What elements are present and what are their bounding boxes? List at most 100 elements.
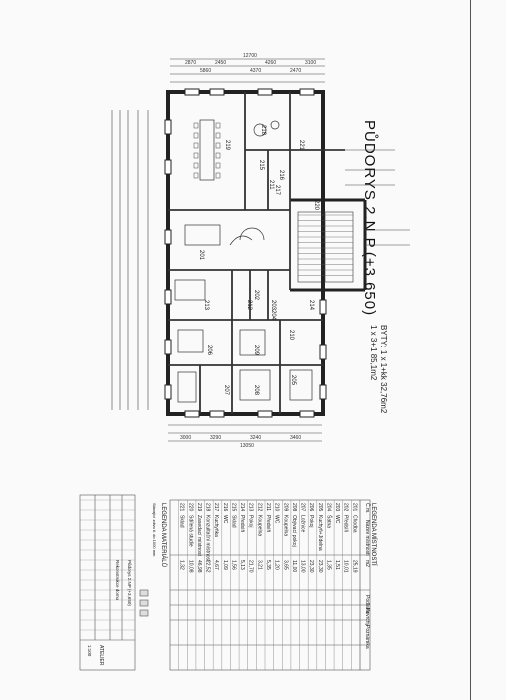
room-number-label: 221 [298,140,304,151]
legend-header: Název místnosti [364,520,370,556]
legend-room-area: 22,52 [205,560,211,573]
legend-room-area: 1,20 [274,560,280,570]
dimension-label: 2870 [185,60,196,66]
legend-room-name: WC [222,515,228,524]
legend-room-id: 208 [291,503,297,512]
dimension-lines-top [170,58,325,83]
legend-room-name: Koupelna [282,515,288,536]
room-number-label: 213 [203,300,209,311]
dimension-lines-left [111,110,149,410]
room-number-label: 209 [253,345,259,356]
legend-room-area: 5,35 [265,560,271,570]
legend-room-area: 11,00 [291,560,297,572]
legend-room-name: Předsíň [239,515,245,532]
room-number-label: 205 [290,375,296,386]
dimension-label: 12700 [243,53,257,59]
dimension-label: 3290 [210,435,221,441]
dimension-label: 4260 [265,60,276,66]
room-number-label: 201 [198,250,204,261]
room-number-label: 212 [246,300,252,311]
room-number-label: 203 [270,300,276,311]
legend-title: LEGENDA MÍSTNOSTÍ [370,503,377,566]
room-number-label: 211 [268,180,274,190]
legend-room-area: 1,09 [222,560,228,570]
legend-room-name: Kuchyň+Jídelna [317,515,323,551]
room-number-label: 217 [274,185,280,196]
materials-note: Stávající zdivo tl. do 1000 mm [152,503,157,557]
legend-room-name: Pokoj [248,515,254,528]
windows [164,88,327,418]
legend-room-name: Sdílená studie [187,515,193,547]
titleblock-scale: 1:100 [87,645,92,657]
furniture [174,119,313,403]
legend-room-area: 1,51 [334,560,340,570]
legend-room-area: 23,30 [308,560,314,573]
legend-room-id: 218 [205,503,211,512]
legend-room-area: 5,13 [239,560,245,570]
legend-room-area: 23,30 [317,560,323,573]
legend-room-name: Předsíň [343,515,349,532]
room-number-label: 216 [278,170,284,181]
legend-room-id: 203 [334,503,340,512]
dimension-label: 13050 [240,443,254,449]
legend-room-name: Předsíň [265,515,271,532]
legend-room-id: 202 [343,503,349,512]
titleblock-company: ATELIER [98,645,104,666]
legend-room-name: Ložnice [300,515,306,532]
legend-room-area: 1,56 [230,560,236,570]
legend-room-area: 46,98 [196,560,202,573]
room-number-label: 207 [223,385,229,396]
legend-room-id: 213 [248,503,254,512]
titleblock-drawing: Půdorys 2.NP (+3,650) [127,560,133,606]
legend-header: Podlaha [364,595,370,614]
legend-room-area: 4,67 [213,560,219,570]
legend-room-area: 13,00 [300,560,306,573]
sheet-border-line [470,0,471,700]
materials-title: LEGENDA MATERIÁLŮ [160,503,167,567]
legend-room-id: 214 [239,503,245,512]
legend-header: Poznámka [364,625,370,649]
room-number-label: 202 [253,290,259,301]
title-block [79,494,136,671]
dimension-label: 3460 [290,435,301,441]
legend-room-area: 25,19 [351,560,357,573]
legend-header: m2 [364,560,370,567]
exterior-annotations [325,149,410,246]
legend-room-name: Koupelna [256,515,262,536]
dimension-label: 2470 [290,68,301,74]
legend-room-id: 210 [274,503,280,512]
staircase [297,211,354,283]
room-number-label: 218 [260,125,266,136]
legend-room-area: 3,21 [256,560,262,570]
legend-room-name: Zasedací místnost [196,515,202,556]
legend-room-area: 21,70 [248,560,254,573]
room-number-label: 214 [308,300,314,311]
legend-room-area: 3,65 [282,560,288,570]
room-number-label: 204 [270,310,276,321]
legend-room-name: Obývací pokoj [291,515,297,547]
legend-room-area: 10,01 [343,560,349,573]
dimension-label: 3100 [305,60,316,66]
legend-room-id: 220 [187,503,193,512]
titleblock-project: Rekonstrukce domu [115,560,120,601]
dimension-label: 5860 [200,68,211,74]
dimension-label: 3240 [250,435,261,441]
room-number-label: 206 [206,345,212,356]
legend-room-name: Šatna [325,515,332,528]
legend-room-id: 219 [196,503,202,512]
interior-walls [168,92,345,414]
room-number-label: 208 [253,385,259,396]
legend-room-id: 207 [300,503,306,512]
room-number-label: 215 [258,160,264,171]
legend-room-name: Sklad [179,515,185,528]
legend-room-name: WC [334,515,340,524]
legend-room-id: 215 [230,503,236,512]
legend-room-name: Konzultační místnost [205,515,211,562]
legend-room-name: WC [274,515,280,524]
room-number-label: 219 [224,140,230,151]
legend-room-area: 1,32 [179,560,185,570]
legend-header: Povrchy [364,608,370,627]
